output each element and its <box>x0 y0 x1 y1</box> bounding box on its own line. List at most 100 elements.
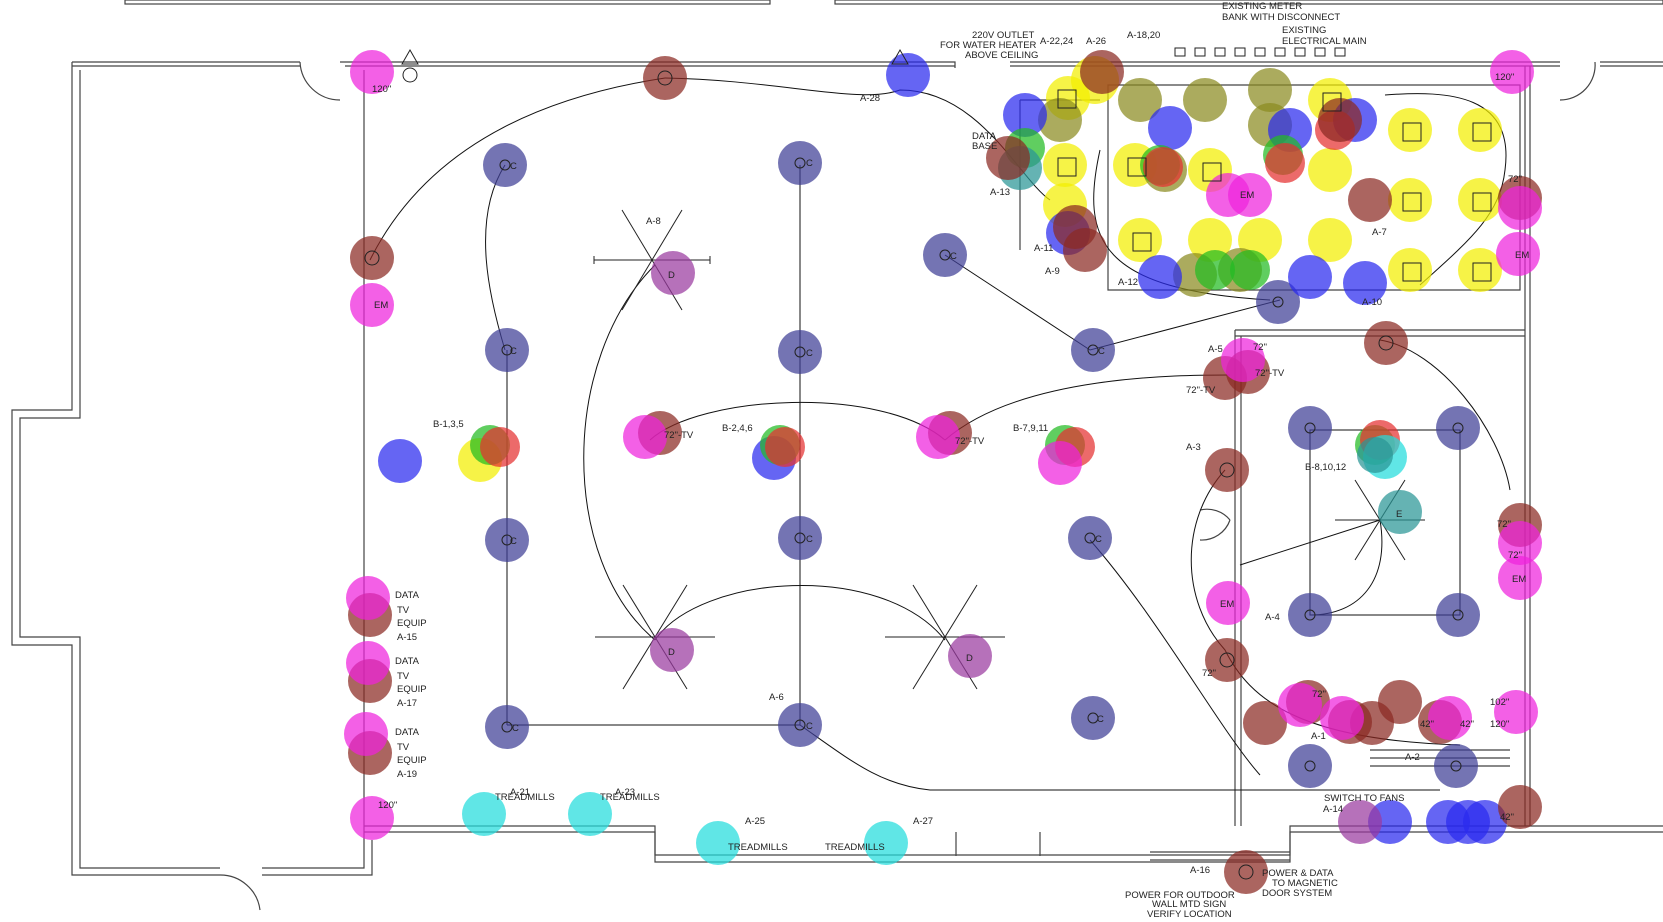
label-em-restroom: EM <box>1240 190 1254 201</box>
circuit-a26: A-26 <box>1086 36 1106 47</box>
circuit-a12: A-12 <box>1118 277 1138 288</box>
teal-b81012 <box>1357 437 1393 473</box>
receptacle-a26 <box>1080 50 1124 94</box>
wire-c1 <box>485 164 506 351</box>
exhaust-fan-2 <box>1183 78 1227 122</box>
symbol-marks <box>364 47 1492 880</box>
receptacle-office <box>1205 638 1249 682</box>
circuit-a5: A-5 <box>1208 344 1223 355</box>
circuit-a3: A-3 <box>1186 442 1201 453</box>
teal-office-fan <box>1378 490 1422 534</box>
office-walls <box>1234 329 1525 826</box>
red-restroom-1 <box>1143 147 1183 187</box>
label-data-1: DATA <box>395 590 420 601</box>
circuit-a13: A-13 <box>990 187 1010 198</box>
circuit-a9: A-9 <box>1045 266 1060 277</box>
ceiling-fans <box>593 209 1425 690</box>
red-b246 <box>765 427 805 467</box>
cyan-a21 <box>462 792 506 836</box>
circuit-a21: A-21 <box>510 787 530 798</box>
outlet-data-1 <box>346 576 390 620</box>
receptacle-office-2 <box>1243 701 1287 745</box>
label-c-11: C <box>806 721 813 732</box>
wire-restroom-east <box>1384 93 1507 286</box>
receptacle-a16 <box>1224 850 1268 894</box>
green-restroom-3 <box>1195 250 1235 290</box>
ceiling-light-6 <box>1071 328 1115 372</box>
exit-sign-west <box>350 283 394 327</box>
wire-fan-row <box>654 585 946 641</box>
circuit-a22-24: A-22,24 <box>1040 36 1073 47</box>
label-c-4: C <box>806 348 813 359</box>
ceiling-light-2 <box>778 141 822 185</box>
label-d-1: D <box>668 270 675 281</box>
exit-sign-restroom-2 <box>1228 173 1272 217</box>
receptacle-north <box>643 56 687 100</box>
receptacle-restroom <box>1318 98 1362 142</box>
ceiling-light-18 <box>1288 744 1332 788</box>
ceiling-fan-s <box>885 584 1005 690</box>
luminaire-3 <box>1043 143 1087 187</box>
luminaire-15 <box>1388 248 1432 292</box>
label-c-5: C <box>950 251 957 262</box>
label-em-east-1: EM <box>1515 250 1529 261</box>
green-restroom-4 <box>1230 250 1270 290</box>
label-c-2: C <box>806 158 813 169</box>
circuit-a28: A-28 <box>860 93 880 104</box>
receptacle-east-3 <box>1498 785 1542 829</box>
label-treadmills-2: TREADMILLS <box>600 792 660 803</box>
receptacle-a10 <box>1364 321 1408 365</box>
circuit-a7: A-7 <box>1372 227 1387 238</box>
telephone-triangle-icon <box>401 48 419 65</box>
exit-sign-east-1 <box>1496 232 1540 276</box>
outlet-72-east-1 <box>1498 186 1542 230</box>
label-d-3: D <box>966 653 973 664</box>
outlet-120-ne <box>1490 50 1534 94</box>
switch-fans-4 <box>1463 800 1507 844</box>
note-switch-to-fans: SWITCH TO FANS <box>1324 793 1404 804</box>
ceiling-light-16 <box>1288 593 1332 637</box>
label-42-office: 42" <box>1420 719 1434 730</box>
fan-tag-nw <box>651 251 695 295</box>
note-power-data-3: DOOR SYSTEM <box>1262 888 1332 899</box>
switch-a28 <box>886 53 930 97</box>
ceiling-light-8 <box>778 516 822 560</box>
note-220v-outlet: 220V OUTLET <box>972 30 1034 41</box>
switch-west <box>378 439 422 483</box>
label-em-east-2: EM <box>1512 574 1526 585</box>
label-data-2: DATA <box>395 656 420 667</box>
circuit-a16: A-16 <box>1190 865 1210 876</box>
label-data-3: DATA <box>395 727 420 738</box>
outlet-72-east-2 <box>1498 521 1542 565</box>
note-for-water-heater: FOR WATER HEATER <box>940 40 1037 51</box>
label-c-6: C <box>1098 346 1105 357</box>
label-42-east: 42" <box>1500 812 1514 823</box>
south-bench <box>1150 851 1290 861</box>
label-102: 102" <box>1490 697 1509 708</box>
outlet-data-2 <box>346 641 390 685</box>
fan-tag-s <box>948 634 992 678</box>
circuit-a15: A-15 <box>397 632 417 643</box>
label-120-ne: 120" <box>1495 72 1514 83</box>
circuit-a2: A-2 <box>1405 752 1420 763</box>
circuit-b135: B-1,3,5 <box>433 419 464 430</box>
label-em-west: EM <box>374 300 388 311</box>
outlet-data-3 <box>344 712 388 756</box>
wire-fan-arc <box>583 264 656 641</box>
ceiling-light-3 <box>485 328 529 372</box>
label-tv-1: 72"-TV <box>664 430 694 441</box>
switch-a10 <box>1343 261 1387 305</box>
label-120-east: 120" <box>1490 719 1509 730</box>
ceiling-light-7 <box>485 518 529 562</box>
receptacle-west-1 <box>350 236 394 280</box>
note-electrical-main: ELECTRICAL MAIN <box>1282 36 1367 47</box>
ceiling-light-1 <box>483 143 527 187</box>
ceiling-light-12 <box>1071 696 1115 740</box>
tv-data-outlets <box>344 50 1542 840</box>
outlet-tv-2 <box>916 415 960 459</box>
receptacle-a9 <box>1063 228 1107 272</box>
receptacle-a7 <box>1348 178 1392 222</box>
circuit-a25: A-25 <box>745 816 765 827</box>
luminaire-6 <box>1118 218 1162 262</box>
luminaire-17 <box>1458 178 1502 222</box>
